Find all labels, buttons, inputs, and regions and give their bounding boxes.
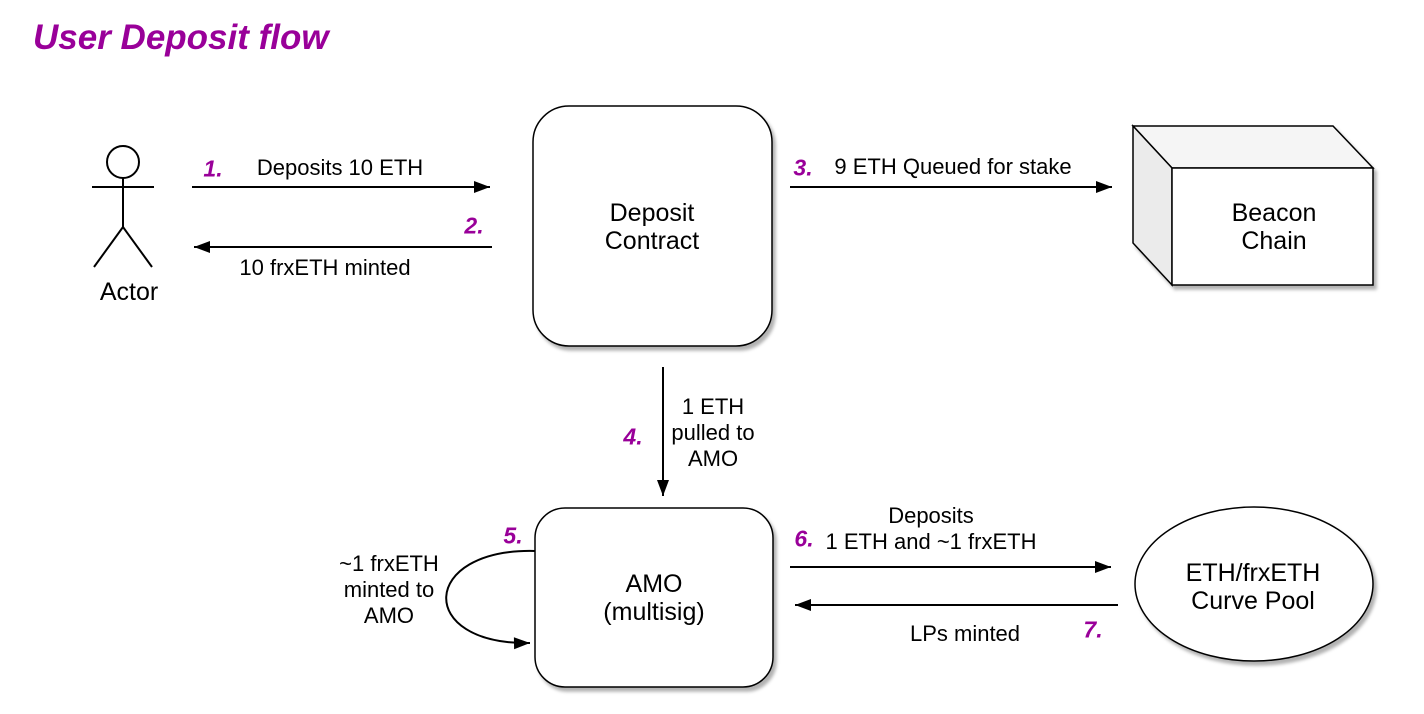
actor-figure bbox=[92, 145, 154, 268]
edge-7-label: LPs minted bbox=[909, 621, 1021, 646]
amo-label: AMO (multisig) bbox=[603, 570, 705, 626]
edge-1-number: 1. bbox=[203, 155, 223, 182]
edge-6-number: 6. bbox=[794, 525, 814, 552]
beacon-chain-label: Beacon Chain bbox=[1231, 199, 1317, 255]
edge-2-number: 2. bbox=[464, 212, 484, 239]
beacon-chain-cube bbox=[1131, 124, 1375, 287]
actor-label: Actor bbox=[99, 278, 159, 306]
curve-pool-ellipse bbox=[1134, 506, 1374, 662]
diagram-title: User Deposit flow bbox=[33, 18, 329, 57]
edge-3-label: 9 ETH Queued for stake bbox=[834, 154, 1072, 179]
edge-6-label: Deposits 1 ETH and ~1 frxETH bbox=[825, 503, 1037, 554]
edge-2-label: 10 frxETH minted bbox=[239, 255, 411, 280]
deposit-contract-label: Deposit Contract bbox=[604, 199, 700, 255]
edge-3-number: 3. bbox=[793, 154, 813, 181]
arrow-5-self-loop bbox=[445, 549, 536, 650]
edge-1-label: Deposits 10 ETH bbox=[256, 155, 424, 180]
edge-5-label: ~1 frxETH minted to AMO bbox=[339, 551, 439, 628]
amo-shape bbox=[534, 507, 774, 688]
edge-5-number: 5. bbox=[503, 522, 523, 549]
edge-4-number: 4. bbox=[623, 423, 643, 450]
edge-4-label: 1 ETH pulled to AMO bbox=[671, 394, 755, 471]
curve-pool-label: ETH/frxETH Curve Pool bbox=[1185, 559, 1321, 615]
deposit-contract-shape bbox=[532, 105, 773, 347]
edge-7-number: 7. bbox=[1083, 616, 1103, 643]
